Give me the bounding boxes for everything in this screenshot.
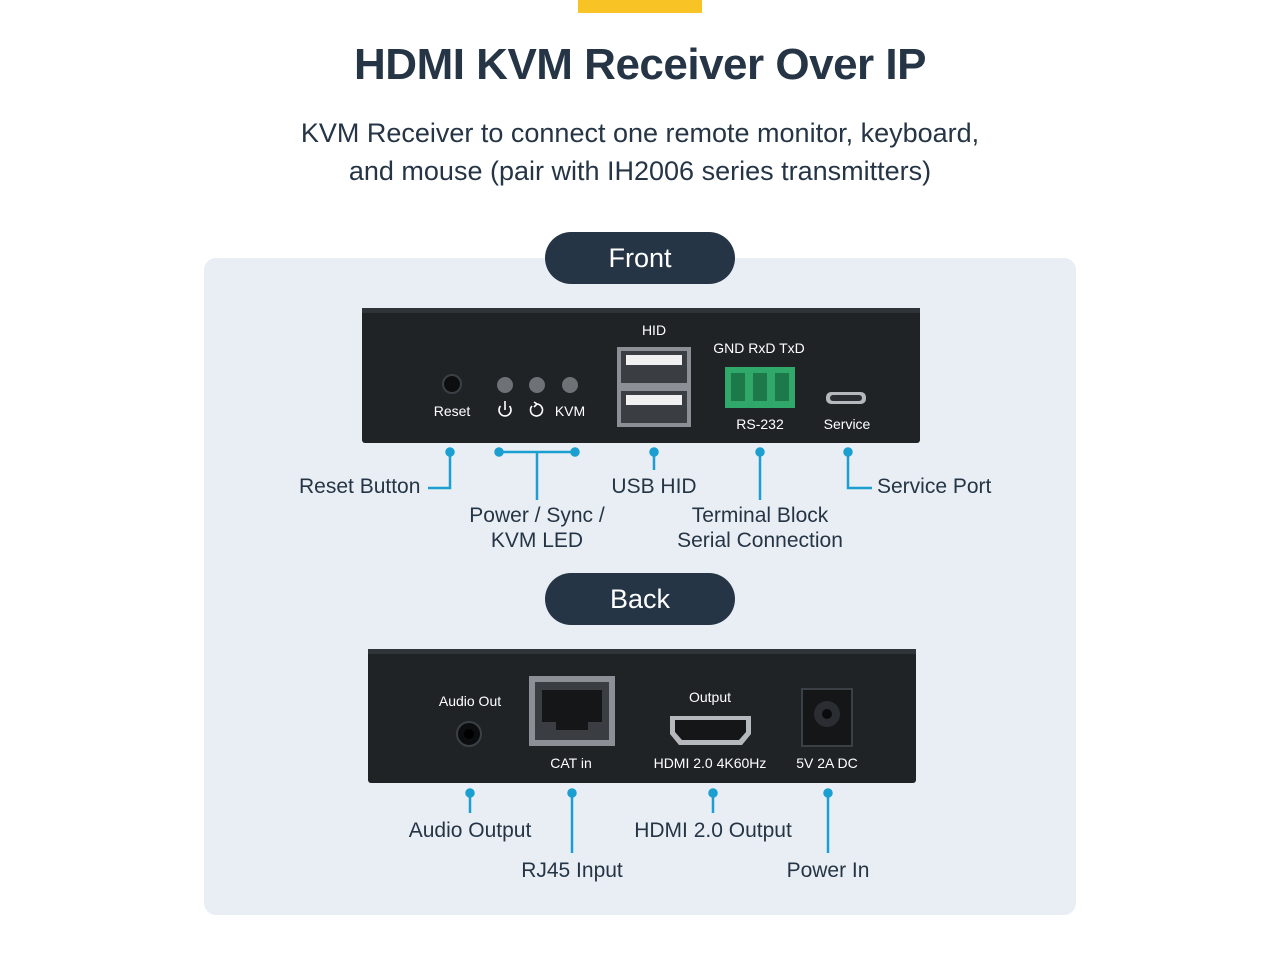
- sync-icon: [529, 401, 544, 417]
- subtitle-line-2: and mouse (pair with IH2006 series trans…: [348, 156, 932, 186]
- device-label-rs232: RS-232: [736, 416, 784, 432]
- device-label-audio-out: Audio Out: [439, 693, 501, 709]
- callout-terminal-line-2: Serial Connection: [677, 529, 843, 552]
- callout-terminal-line-1: Terminal Block: [691, 504, 829, 527]
- page-title: HDMI KVM Receiver Over IP: [354, 40, 926, 89]
- device-label-reset: Reset: [434, 403, 471, 419]
- power-icon: [498, 401, 512, 417]
- callout-led-line-2: KVM LED: [490, 529, 584, 552]
- reset-button-graphic: [442, 374, 462, 394]
- callout-power-in: Power In: [786, 859, 870, 882]
- front-device: Reset KVM HID GND RxD TxD: [362, 308, 920, 443]
- callout-hdmi-output: HDMI 2.0 Output: [634, 819, 792, 842]
- device-label-cat-in: CAT in: [550, 755, 592, 771]
- rj45-port: [529, 676, 615, 746]
- accent-bar: [578, 0, 702, 13]
- callout-terminal-block: Terminal Block Serial Connection: [650, 503, 870, 553]
- usb-ports: [617, 347, 691, 427]
- dc-power-jack: [801, 688, 853, 747]
- callout-service-port: Service Port: [877, 475, 992, 498]
- front-label: Front: [545, 232, 735, 284]
- device-label-hid: HID: [642, 322, 666, 338]
- callout-led: Power / Sync / KVM LED: [437, 503, 637, 553]
- hdmi-port: [670, 716, 751, 745]
- callout-rj45-input: RJ45 Input: [521, 859, 623, 882]
- back-callout-lines: [465, 788, 833, 853]
- device-label-service: Service: [824, 416, 871, 432]
- device-label-kvm: KVM: [555, 403, 585, 419]
- callout-led-line-1: Power / Sync /: [469, 504, 605, 527]
- back-device: Audio Out CAT in Output HDMI 2.0 4K60Hz …: [368, 649, 916, 783]
- terminal-block: [725, 367, 795, 408]
- callout-usb-hid: USB HID: [611, 475, 697, 498]
- page-subtitle: KVM Receiver to connect one remote monit…: [0, 114, 1280, 190]
- device-label-power: 5V 2A DC: [796, 755, 857, 771]
- device-label-hdmi: HDMI 2.0 4K60Hz: [654, 755, 767, 771]
- sync-led: [529, 377, 545, 393]
- callout-audio-output: Audio Output: [408, 819, 532, 842]
- device-label-gnd-rxd-txd: GND RxD TxD: [713, 340, 805, 356]
- kvm-led: [562, 377, 578, 393]
- device-label-output: Output: [689, 689, 731, 705]
- callout-reset-button: Reset Button: [299, 475, 421, 498]
- front-callout-lines: [428, 447, 872, 500]
- power-led: [497, 377, 513, 393]
- back-label: Back: [545, 573, 735, 625]
- subtitle-line-1: KVM Receiver to connect one remote monit…: [300, 118, 980, 148]
